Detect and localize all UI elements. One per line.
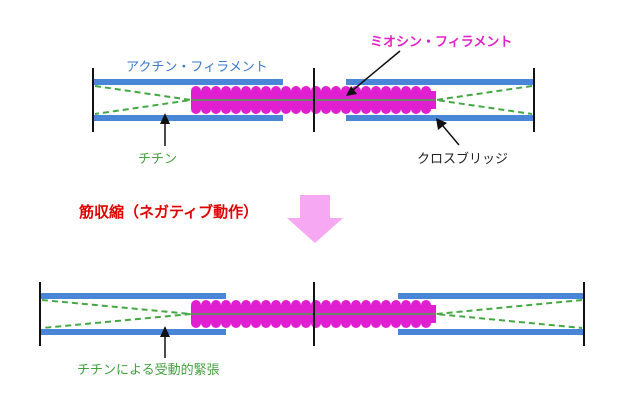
myosin-filament-label: ミオシン・フィラメント — [370, 35, 513, 50]
titin-pointer-head — [160, 113, 170, 124]
stretched-actin-bottom-right — [398, 329, 584, 335]
relaxed-titin-left — [94, 85, 192, 115]
muscle-contraction-label: 筋収縮（ネガティブ動作） — [79, 203, 259, 221]
relaxed-actin-bottom-right — [346, 115, 534, 121]
actin-filament-label: アクチン・フィラメント — [126, 60, 268, 75]
stretched-actin-top-right — [398, 293, 584, 299]
stretched-titin-left — [41, 299, 192, 329]
titin-passive-tension-label: チチンによる受動的緊張 — [77, 363, 220, 378]
relaxed-actin-top-left — [93, 79, 283, 85]
myosin-pointer-line — [352, 50, 401, 91]
myosin-pointer-head — [346, 86, 357, 96]
stretched-titin-right — [435, 299, 583, 329]
relaxed-actin-bottom-left — [93, 115, 283, 121]
tension-pointer-head — [160, 326, 170, 337]
relaxed-titin-right — [435, 85, 533, 115]
cross-bridge-label: クロスブリッジ — [417, 152, 509, 167]
contraction-arrow — [287, 195, 343, 243]
stretched-actin-bottom-left — [40, 329, 226, 335]
cross-bridge-pointer-line — [442, 125, 460, 146]
cross-bridge-pointer-head — [436, 118, 447, 130]
relaxed-actin-top-right — [346, 79, 534, 85]
stretched-actin-top-left — [40, 293, 226, 299]
titin-label: チチン — [138, 152, 178, 167]
